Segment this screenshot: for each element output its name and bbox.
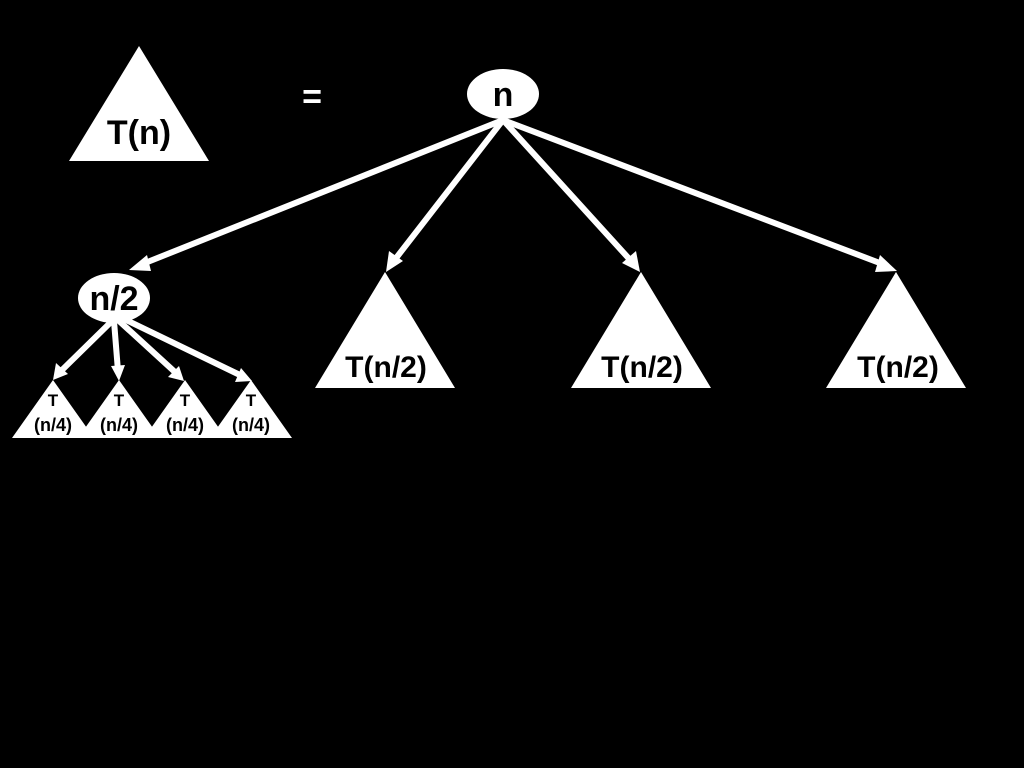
subtree-t-n4-1: T (n/4) <box>12 380 94 438</box>
arrowhead <box>129 255 151 271</box>
legend-triangle <box>69 46 209 161</box>
subtree-label-line1: T <box>114 391 125 410</box>
arrowhead <box>622 251 640 272</box>
subtree-triangle <box>571 272 711 388</box>
edge-root-to-subtree-3 <box>500 117 888 268</box>
subtree-label-line1: T <box>180 391 191 410</box>
subtree-label-line1: T <box>48 391 59 410</box>
legend-label: T(n) <box>107 114 171 152</box>
root-edges <box>129 117 897 272</box>
edge-n2-to-child-2 <box>111 318 121 374</box>
subtree-triangle <box>826 272 966 388</box>
edge-n2-to-child-3 <box>115 317 179 376</box>
edge-root-to-subtree-2 <box>500 117 635 265</box>
subtree-label-line2: (n/4) <box>166 415 204 435</box>
n2-node: n/2 <box>78 273 150 323</box>
n2-label: n/2 <box>89 280 138 318</box>
edge-n2-to-child-4 <box>119 315 245 379</box>
root-node: n <box>467 69 539 119</box>
subtree-label: T(n/2) <box>857 351 939 384</box>
edge-n2-to-child-1 <box>57 318 115 375</box>
arrowhead <box>168 366 184 381</box>
n2-edges <box>53 315 252 382</box>
arrowhead <box>235 368 252 382</box>
subtree-label: T(n/2) <box>345 351 427 384</box>
subtree-t-n2-3: T(n/2) <box>826 272 966 388</box>
subtree-label-line1: T <box>246 391 257 410</box>
subtree-triangle <box>210 380 292 438</box>
subtree-t-n4-3: T (n/4) <box>144 380 226 438</box>
arrowhead <box>111 365 125 381</box>
subtree-triangle <box>78 380 160 438</box>
edge-root-to-subtree-1 <box>390 117 506 265</box>
subtree-label-line2: (n/4) <box>232 415 270 435</box>
n2-ellipse <box>78 273 150 323</box>
arrowhead <box>875 255 897 272</box>
root-ellipse <box>467 69 539 119</box>
subtree-label-line2: (n/4) <box>34 415 72 435</box>
subtree-t-n4-4: T (n/4) <box>210 380 292 438</box>
root-label: n <box>493 76 514 114</box>
arrowhead <box>386 251 403 272</box>
subtree-t-n2-1: T(n/2) <box>315 272 455 388</box>
subtree-triangle <box>12 380 94 438</box>
subtree-label: T(n/2) <box>601 351 683 384</box>
subtree-t-n4-2: T (n/4) <box>78 380 160 438</box>
subtree-t-n2-2: T(n/2) <box>571 272 711 388</box>
legend-tn: T(n) <box>69 46 209 161</box>
equals-sign: = <box>302 78 322 116</box>
edge-root-to-n2 <box>137 117 506 268</box>
subtree-triangle <box>315 272 455 388</box>
subtree-triangle <box>144 380 226 438</box>
subtree-label-line2: (n/4) <box>100 415 138 435</box>
arrowhead <box>53 363 68 380</box>
